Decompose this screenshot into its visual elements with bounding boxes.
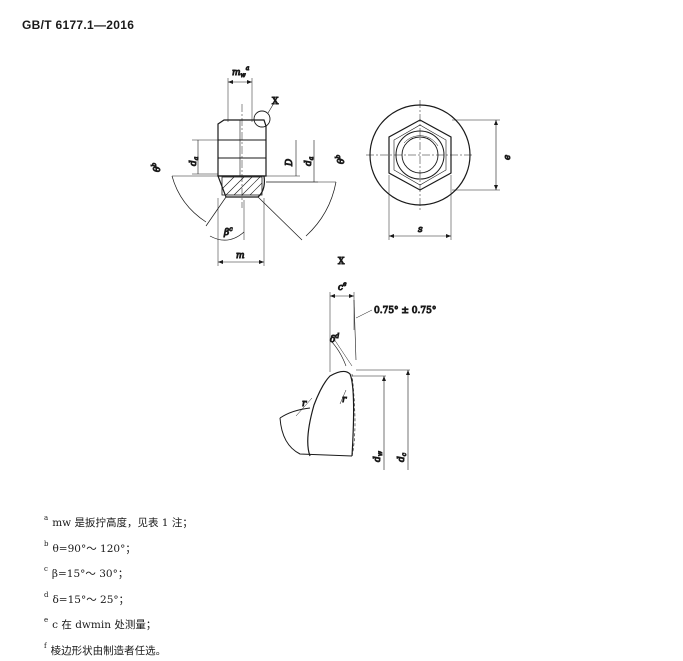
theta-right-label: θb xyxy=(335,155,347,164)
top-view xyxy=(366,100,500,240)
da-right-label: da xyxy=(304,156,315,166)
detail-view xyxy=(280,292,410,470)
r-right-label: r xyxy=(342,395,347,405)
technical-drawing: mwa X θb da D da θb βc m e s X xyxy=(0,0,683,500)
d-label: D xyxy=(285,159,295,167)
beta-label: βc xyxy=(223,226,233,238)
r-left-label: r xyxy=(302,399,307,409)
detail-x-title: X xyxy=(338,257,345,267)
delta-label: δd xyxy=(330,333,339,345)
e-label: e xyxy=(503,155,513,160)
mw-label: mwa xyxy=(232,65,250,79)
m-label: m xyxy=(236,251,245,261)
dc-label: dc xyxy=(397,452,408,462)
c-label: ce xyxy=(338,281,347,293)
s-label: s xyxy=(418,225,423,235)
angle-tolerance-label: 0.75° ± 0.75° xyxy=(374,306,436,316)
side-view xyxy=(172,78,336,266)
theta-left-label: θb xyxy=(151,163,163,172)
dw-label: dw xyxy=(373,450,384,462)
da-left-label: da xyxy=(189,156,200,166)
detail-x-marker: X xyxy=(272,97,279,107)
